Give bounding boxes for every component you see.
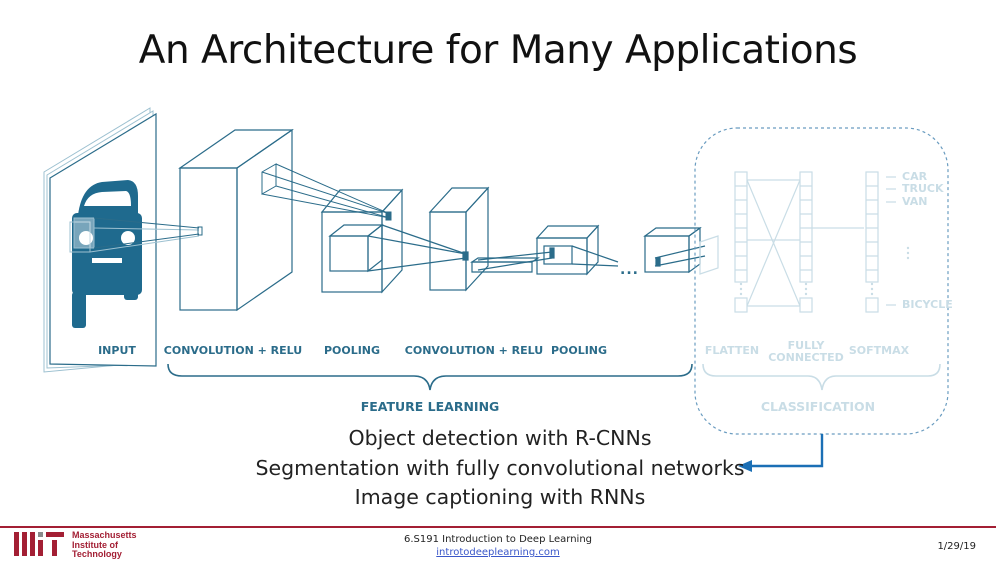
class-label-bicycle: BICYCLE [902, 298, 953, 311]
ellipsis-label: ... [620, 262, 639, 278]
course-footer: 6.S191 Introduction to Deep Learning int… [300, 534, 696, 558]
class-label-car: CAR [902, 170, 928, 183]
slide-date: 1/29/19 [937, 541, 976, 552]
label-pool1: POOLING [324, 344, 380, 357]
label-input: INPUT [98, 344, 136, 357]
slide-title: An Architecture for Many Applications [138, 28, 858, 73]
course-name: 6.S191 Introduction to Deep Learning [403, 534, 593, 545]
label-feature-learning: FEATURE LEARNING [361, 399, 500, 414]
mit-name-line3: Technology [72, 549, 122, 559]
application-object-detection: Object detection with R-CNNs [348, 426, 652, 450]
class-label-van: VAN [902, 195, 928, 208]
conv1-volume [178, 128, 294, 312]
arrow-to-applications [738, 434, 824, 472]
mit-wordmark: Massachusetts Institute of Technology [72, 530, 137, 560]
final-feature-volume [643, 226, 706, 274]
feature-learning-brace [167, 363, 693, 391]
mit-name-line1: Massachusetts [72, 530, 137, 540]
label-softmax: SOFTMAX [849, 344, 910, 357]
label-classification: CLASSIFICATION [761, 399, 875, 414]
course-url-link[interactable]: introtodeeplearning.com [436, 547, 560, 558]
label-fully-connected-line2: CONNECTED [768, 351, 844, 364]
mit-name-line2: Institute of [72, 539, 118, 550]
label-pool2: POOLING [551, 344, 607, 357]
classification-brace [702, 363, 941, 391]
label-fully-connected-line1: FULLY [788, 339, 826, 352]
label-flatten: FLATTEN [705, 344, 759, 357]
conv2-volume [428, 186, 555, 292]
input-image [43, 107, 203, 373]
application-segmentation: Segmentation with fully convolutional ne… [255, 455, 745, 480]
application-image-captioning: Image captioning with RNNs [354, 485, 646, 509]
pool2-volume [535, 224, 619, 276]
label-conv2: CONVOLUTION + RELU [405, 344, 543, 357]
pool1-volume [320, 188, 469, 294]
cnn-architecture-diagram: ... [43, 107, 953, 472]
footer-divider [0, 526, 996, 528]
class-label-truck: TRUCK [902, 182, 944, 195]
label-conv1: CONVOLUTION + RELU [164, 344, 302, 357]
mit-logo-icon [14, 532, 64, 556]
classification-ellipses [739, 246, 910, 296]
conv1-filter [261, 163, 392, 221]
applications-list: Object detection with R-CNNs Segmentatio… [200, 424, 800, 513]
